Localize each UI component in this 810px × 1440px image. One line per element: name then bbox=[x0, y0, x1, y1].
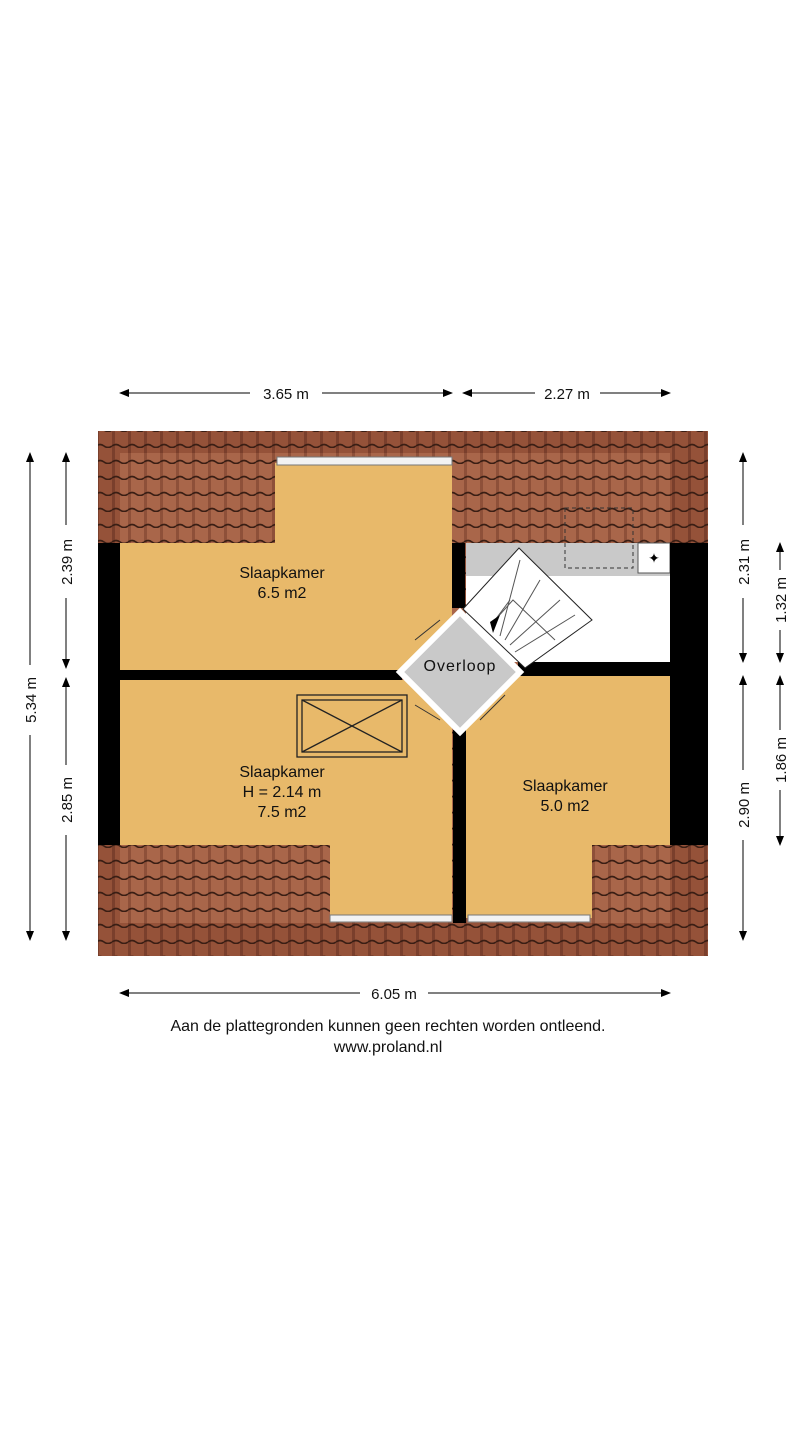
dim-left-total: 5.34 m bbox=[23, 677, 40, 723]
website-link[interactable]: www.proland.nl bbox=[333, 1039, 443, 1056]
windows bbox=[276, 456, 591, 923]
bedroom-bottom-right-name: Slaapkamer bbox=[522, 778, 608, 795]
landing-overloop bbox=[395, 607, 525, 737]
bedroom-top-area: 6.5 m2 bbox=[258, 585, 307, 602]
dimension-lines bbox=[26, 389, 784, 997]
dim-right-inner-lower: 1.86 m bbox=[773, 737, 790, 783]
bedroom-top-name: Slaapkamer bbox=[239, 565, 325, 582]
skylight bbox=[296, 694, 408, 758]
staircase-icon bbox=[462, 547, 593, 669]
bedroom-bottom-left bbox=[120, 680, 452, 918]
bedroom-bottom-left-area: 7.5 m2 bbox=[258, 804, 307, 821]
dim-right-upper: 2.31 m bbox=[736, 539, 753, 585]
walls bbox=[98, 543, 708, 923]
bedroom-bottom-left-height: H = 2.14 m bbox=[243, 784, 322, 801]
bedroom-bottom-right-area: 5.0 m2 bbox=[541, 798, 590, 815]
dim-right-lower: 2.90 m bbox=[736, 782, 753, 828]
disclaimer: Aan de plattegronden kunnen geen rechten… bbox=[170, 1018, 605, 1035]
dim-left-lower: 2.85 m bbox=[59, 777, 76, 823]
bedroom-bottom-left-name: Slaapkamer bbox=[239, 764, 325, 781]
dim-top-right: 2.27 m bbox=[544, 386, 590, 403]
door-icons bbox=[414, 619, 506, 721]
dim-left-upper: 2.39 m bbox=[59, 539, 76, 585]
bedroom-bottom-right bbox=[466, 676, 670, 918]
dim-right-inner-upper: 1.32 m bbox=[773, 577, 790, 623]
landing-name: Overloop bbox=[424, 658, 497, 675]
dim-top-left: 3.65 m bbox=[263, 386, 309, 403]
bedroom-top bbox=[120, 463, 452, 670]
dim-bottom-total: 6.05 m bbox=[371, 986, 417, 1003]
chimney-icon: ✦ bbox=[648, 550, 660, 566]
